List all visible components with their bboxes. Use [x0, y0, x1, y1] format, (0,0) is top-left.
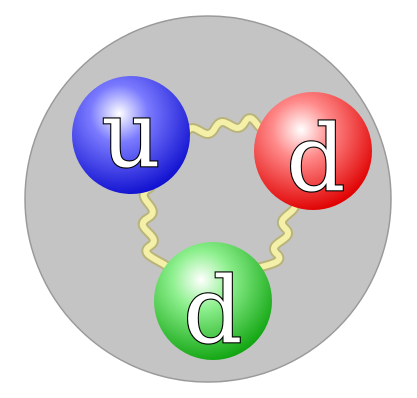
down-quark-bottom-label: d	[184, 257, 243, 364]
gluon-layer	[137, 113, 300, 275]
gluon-up-bottom	[139, 185, 171, 271]
up-quark-ball	[72, 76, 190, 194]
down-quark-right: d	[254, 92, 372, 213]
gluon-up-down	[182, 115, 265, 137]
gluon-down-bottom	[249, 197, 298, 273]
up-quark: u	[72, 76, 190, 194]
down-quark-bottom: d	[154, 242, 272, 365]
down-quark-bottom-ball	[154, 242, 272, 360]
down-quark-right-label: d	[287, 105, 346, 212]
up-quark-label: u	[101, 81, 160, 188]
down-quark-right-ball	[254, 92, 372, 210]
